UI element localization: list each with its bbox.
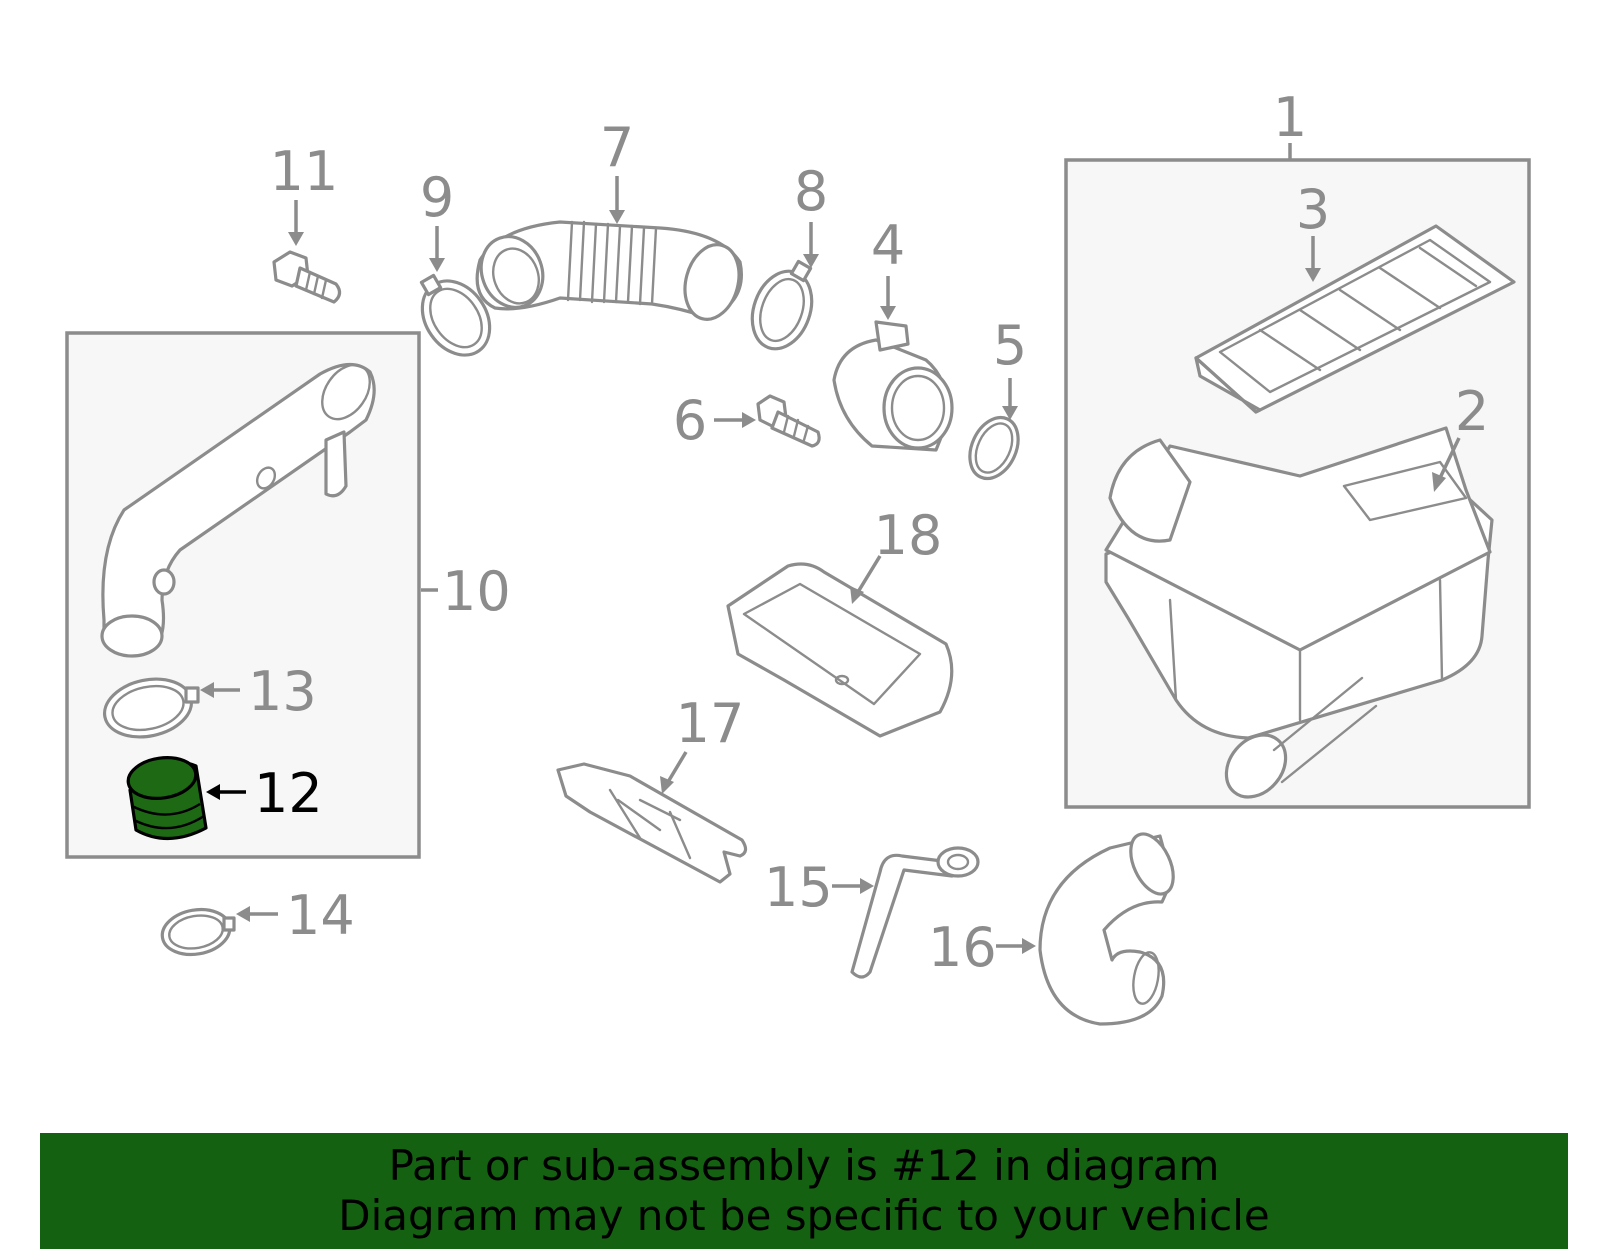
leaders bbox=[200, 143, 1461, 954]
part-5-seal[interactable] bbox=[961, 410, 1028, 487]
banner-line-2: Diagram may not be specific to your vehi… bbox=[338, 1191, 1270, 1240]
callout-17: 17 bbox=[676, 692, 745, 755]
callout-2: 2 bbox=[1455, 380, 1489, 443]
callout-1: 1 bbox=[1273, 86, 1307, 149]
part-15-hose[interactable] bbox=[850, 846, 980, 979]
part-2-airbox[interactable] bbox=[1104, 426, 1494, 809]
callout-5: 5 bbox=[993, 314, 1027, 377]
callout-16: 16 bbox=[928, 916, 997, 979]
part-10-intake-duct[interactable] bbox=[100, 356, 380, 658]
callout-3: 3 bbox=[1296, 178, 1330, 241]
banner-line-1: Part or sub-assembly is #12 in diagram bbox=[388, 1141, 1220, 1190]
part-13-clamp[interactable] bbox=[99, 671, 200, 744]
callout-10: 10 bbox=[442, 560, 511, 623]
info-banner: Part or sub-assembly is #12 in diagram D… bbox=[40, 1133, 1568, 1249]
callout-12: 12 bbox=[254, 762, 323, 825]
part-3-filter[interactable] bbox=[1194, 224, 1516, 414]
part-4-sensor[interactable] bbox=[832, 320, 954, 452]
callout-11: 11 bbox=[270, 140, 339, 203]
callout-6: 6 bbox=[673, 389, 707, 452]
callout-14: 14 bbox=[286, 884, 355, 947]
callout-18: 18 bbox=[874, 504, 943, 567]
part-7-hose[interactable] bbox=[471, 220, 746, 325]
callout-7: 7 bbox=[600, 116, 634, 179]
part-11-bolt[interactable] bbox=[272, 250, 342, 304]
callout-13: 13 bbox=[248, 660, 317, 723]
part-8-clamp[interactable] bbox=[742, 259, 822, 357]
part-6-screw[interactable] bbox=[756, 394, 821, 448]
part-17-bracket[interactable] bbox=[556, 762, 748, 884]
part-14-clamp[interactable] bbox=[159, 904, 236, 959]
part-18-duct[interactable] bbox=[726, 562, 954, 738]
callout-4: 4 bbox=[871, 214, 905, 277]
callout-8: 8 bbox=[794, 160, 828, 223]
callout-9: 9 bbox=[420, 166, 454, 229]
callout-15: 15 bbox=[764, 856, 833, 919]
part-12-coupler[interactable] bbox=[126, 753, 208, 841]
part-16-elbow[interactable] bbox=[1038, 827, 1182, 1026]
part-9-clamp[interactable] bbox=[408, 268, 503, 368]
